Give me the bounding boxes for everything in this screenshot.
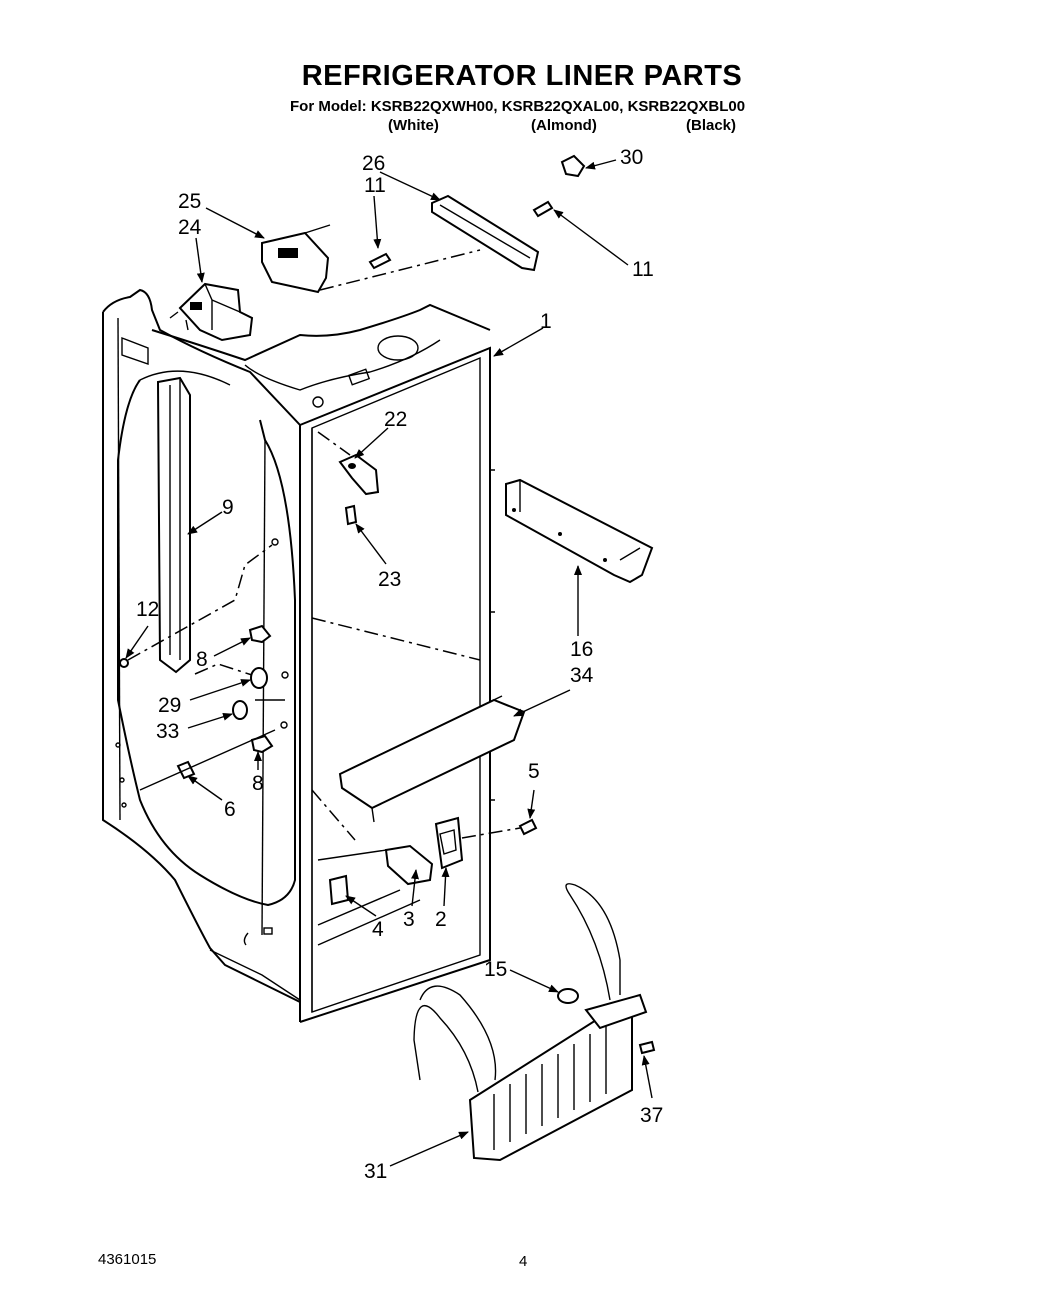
part-30-clip bbox=[560, 154, 586, 178]
callout-31: 31 bbox=[364, 1160, 387, 1183]
callout-9: 9 bbox=[222, 496, 234, 519]
finish-almond: (Almond) bbox=[531, 117, 597, 134]
callout-25: 25 bbox=[178, 190, 201, 213]
callout-33: 33 bbox=[156, 720, 179, 743]
liner-body bbox=[102, 288, 495, 1023]
callout-3: 3 bbox=[403, 908, 415, 931]
callout-29: 29 bbox=[158, 694, 181, 717]
part-2-bracket bbox=[434, 816, 464, 870]
callout-4: 4 bbox=[372, 918, 384, 941]
callout-leaders bbox=[125, 159, 653, 1167]
part-8-fastener-b bbox=[250, 734, 274, 754]
part-26-top-channel bbox=[431, 194, 540, 272]
part-11-screw-b bbox=[532, 200, 554, 218]
part-24-assembly bbox=[169, 282, 254, 342]
finish-white: (White) bbox=[388, 117, 439, 134]
callout-37: 37 bbox=[640, 1104, 663, 1127]
callout-34: 34 bbox=[570, 664, 594, 687]
part-34-cover bbox=[338, 695, 526, 823]
callout-2: 2 bbox=[435, 908, 447, 931]
page-header: REFRIGERATOR LINER PARTS For Model: KSRB… bbox=[0, 0, 1044, 140]
part-8-fastener-a bbox=[248, 624, 272, 644]
part-29-fastener bbox=[250, 667, 268, 689]
callout-23: 23 bbox=[378, 568, 401, 591]
callout-15: 15 bbox=[484, 958, 507, 981]
part-4-block bbox=[328, 874, 350, 906]
callout-8a: 8 bbox=[196, 648, 208, 671]
part-23-screw bbox=[344, 504, 358, 526]
part-16-shelf-support bbox=[505, 478, 654, 584]
model-list: For Model: KSRB22QXWH00, KSRB22QXAL00, K… bbox=[290, 98, 746, 115]
document-number: 4361015 bbox=[98, 1251, 157, 1268]
callout-11b: 11 bbox=[632, 258, 654, 281]
callout-8b: 8 bbox=[252, 772, 264, 795]
callout-16: 16 bbox=[570, 638, 593, 661]
page-title: REFRIGERATOR LINER PARTS bbox=[301, 60, 743, 92]
callout-5: 5 bbox=[528, 760, 540, 783]
callout-1: 1 bbox=[540, 310, 552, 333]
finish-black: (Black) bbox=[686, 117, 737, 134]
callout-26: 26 bbox=[362, 152, 385, 175]
part-33-bulb bbox=[232, 700, 248, 720]
part-25-bracket bbox=[261, 224, 331, 294]
part-11-screw-a bbox=[368, 252, 392, 270]
page-number: 4 bbox=[519, 1253, 528, 1270]
callout-12: 12 bbox=[136, 598, 159, 621]
part-3-damper bbox=[384, 844, 434, 886]
callout-6: 6 bbox=[224, 798, 236, 821]
part-5-screw bbox=[518, 818, 538, 836]
part-22-bracket bbox=[338, 453, 380, 496]
callout-labels: 1 2 3 4 5 6 8 8 9 11 11 12 15 16 22 23 2… bbox=[136, 146, 663, 1183]
callout-22: 22 bbox=[384, 408, 407, 431]
part-9-shelf-rail bbox=[156, 376, 191, 674]
callout-11a: 11 bbox=[364, 174, 386, 197]
callout-30: 30 bbox=[620, 146, 643, 169]
part-12-screw bbox=[119, 658, 129, 668]
part-31-dispenser-assembly bbox=[413, 883, 656, 1162]
callout-24: 24 bbox=[178, 216, 202, 239]
